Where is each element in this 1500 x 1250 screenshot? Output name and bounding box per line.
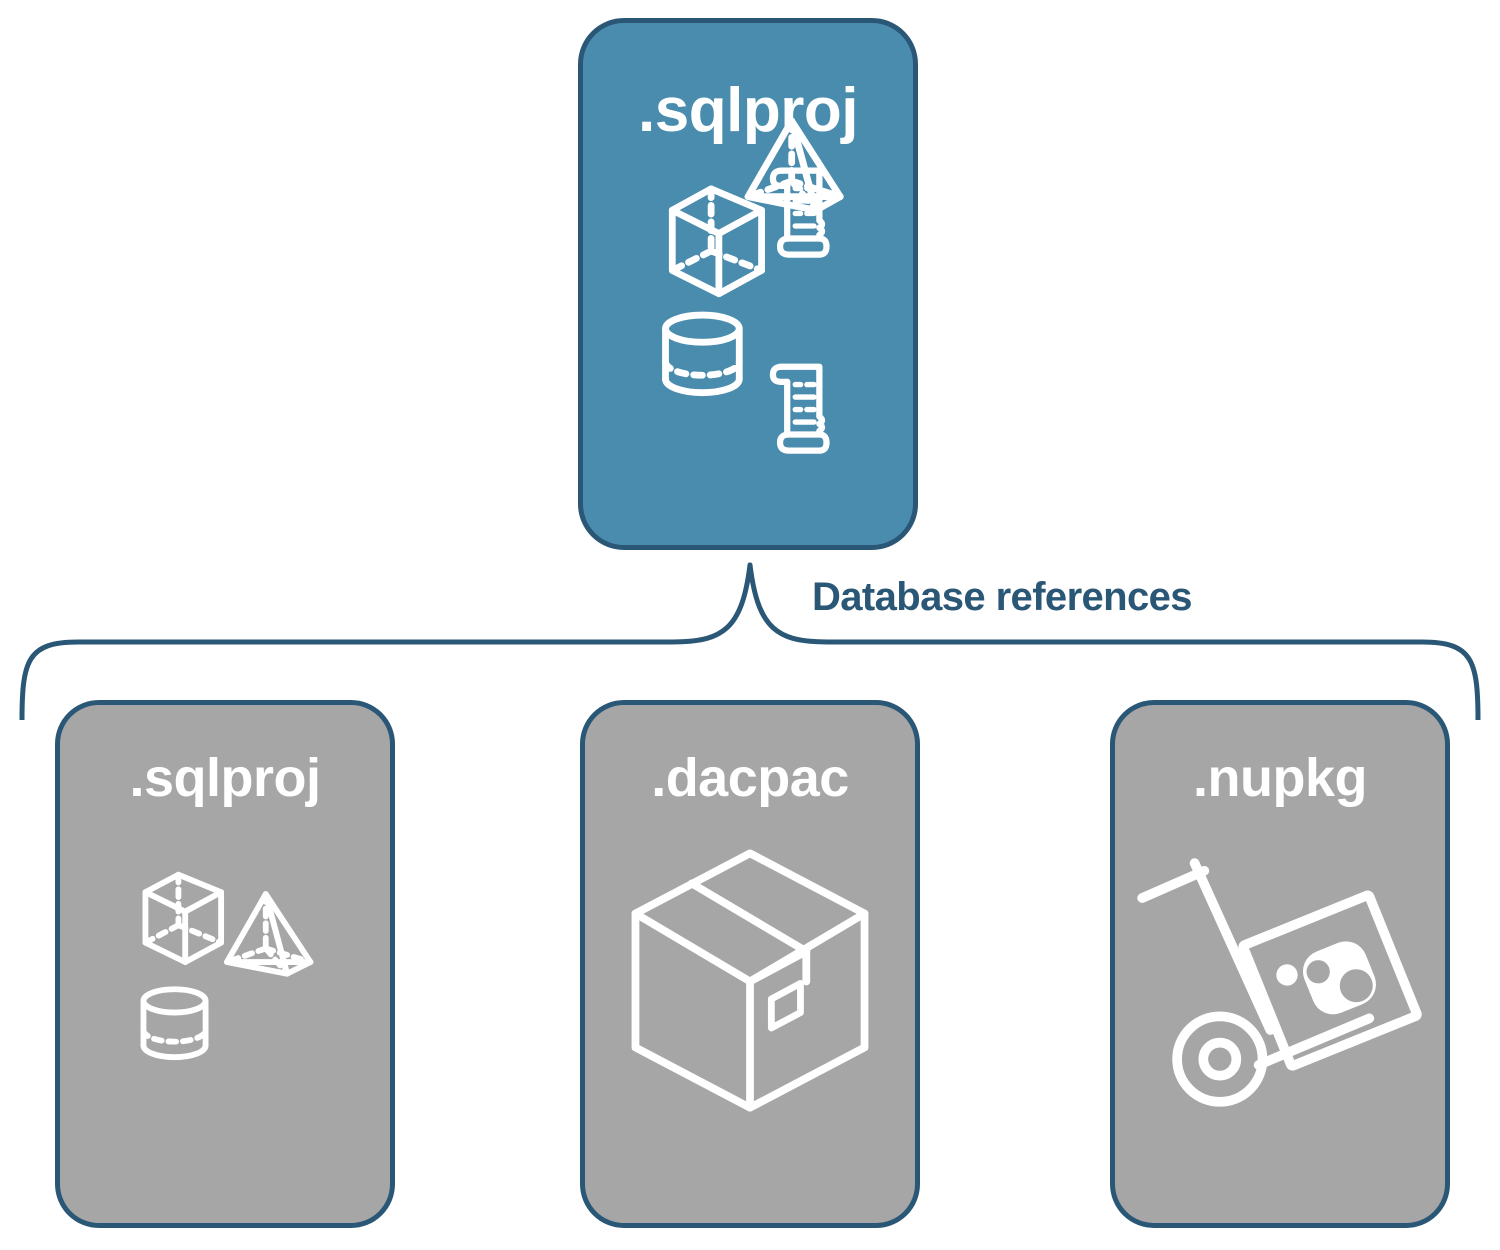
connector-label: Database references <box>812 575 1193 619</box>
script-scroll-icon <box>769 363 830 454</box>
pyramid-wireframe-icon <box>224 891 314 977</box>
node-card-label: .sqlproj <box>129 748 321 808</box>
node-card-child-dacpac[interactable]: .dacpac <box>580 700 920 1228</box>
cube-wireframe-icon <box>668 185 765 298</box>
node-card-child-sqlproj[interactable]: .sqlproj <box>55 700 395 1228</box>
node-card-child-nupkg[interactable]: .nupkg <box>1110 700 1450 1228</box>
cylinder-wireframe-icon <box>662 311 743 397</box>
cube-wireframe-icon <box>142 871 225 965</box>
hand-truck-icon <box>1137 858 1375 1107</box>
brace-connector <box>19 562 1481 720</box>
node-card-parent-sqlproj[interactable]: .sqlproj <box>578 18 918 550</box>
nuget-package-icon <box>1238 890 1422 1071</box>
node-card-label: .nupkg <box>1193 748 1367 808</box>
cylinder-wireframe-icon <box>140 986 209 1061</box>
page-title: .sqlproj <box>638 76 858 145</box>
shipping-box-icon <box>631 849 869 1112</box>
node-card-label: .dacpac <box>651 748 849 808</box>
script-scroll-icon <box>769 167 830 258</box>
